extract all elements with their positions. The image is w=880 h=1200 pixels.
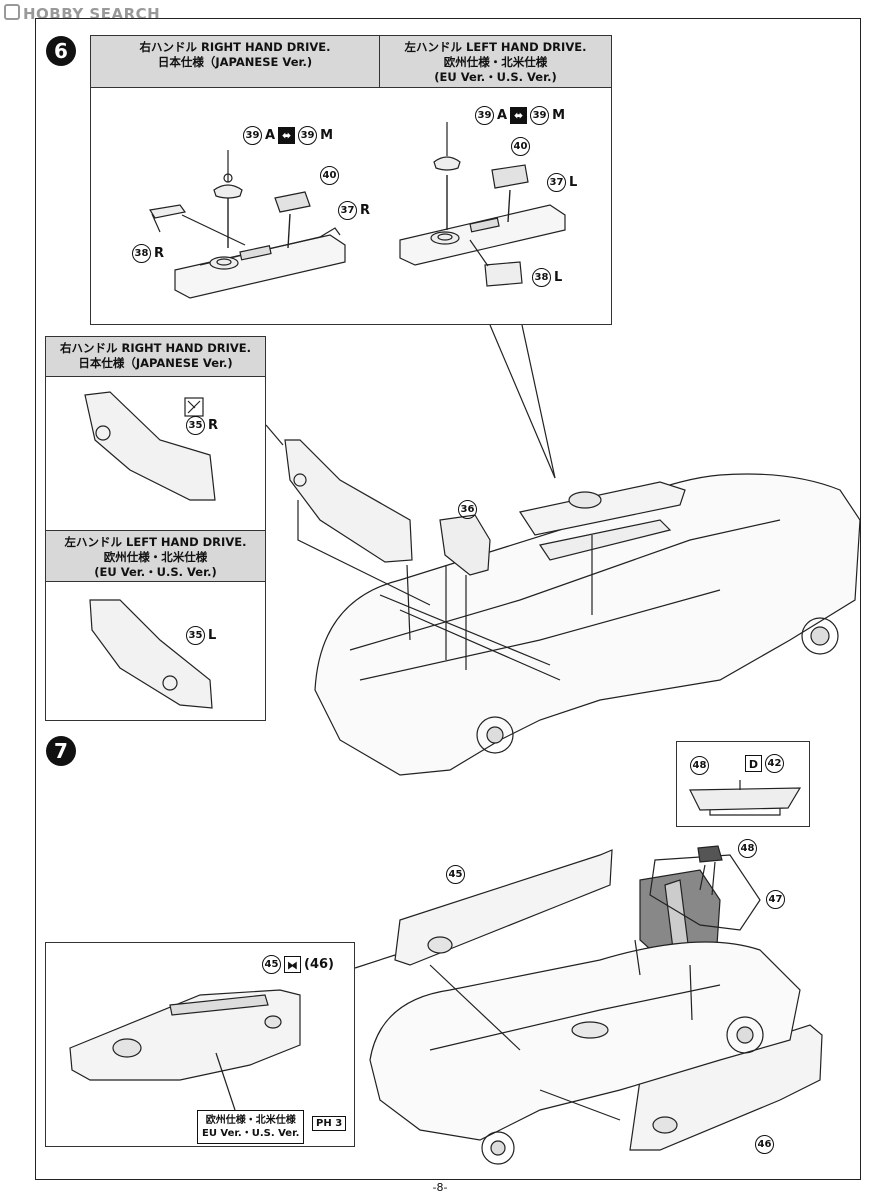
part-35r-callout: 35 R [186, 416, 218, 435]
part-40-callout-rhd: 40 [320, 166, 339, 185]
part-36-callout: 36 [458, 500, 477, 519]
part-number-39: 39 [243, 126, 262, 145]
paint-reference-ph3: PH 3 [312, 1116, 347, 1131]
part-number-39b: 39 [298, 126, 318, 145]
part-37l-callout: 37 L [547, 173, 577, 192]
swap-arrows-icon: ⬌ [278, 127, 296, 144]
page-frame [35, 18, 861, 1180]
part-40-callout-lhd: 40 [511, 137, 530, 156]
part-45-callout: 45 [446, 865, 465, 884]
lhd-header: 左ハンドル LEFT HAND DRIVE. 欧州仕様・北米仕様 (EU Ver… [380, 36, 611, 88]
side-lhd-header: 左ハンドル LEFT HAND DRIVE. 欧州仕様・北米仕様 (EU Ver… [46, 530, 265, 582]
part-d42-callout: D 42 [745, 754, 784, 773]
part-48-box-callout: 48 [690, 756, 709, 775]
part-45-46-detail-callout: 45 ⧓ (46) [262, 955, 334, 974]
step-7-badge: 7 [46, 736, 76, 766]
part-38l-callout: 38 L [532, 268, 562, 287]
opposite-side-icon: ⧓ [284, 956, 301, 973]
step-6-badge: 6 [46, 36, 76, 66]
part-46-callout: 46 [755, 1135, 774, 1154]
rhd-header: 右ハンドル RIGHT HAND DRIVE. 日本仕様（JAPANESE Ve… [91, 36, 380, 88]
logo-icon [4, 4, 20, 20]
swap-arrows-icon: ⬌ [510, 107, 528, 124]
side-rhd-header: 右ハンドル RIGHT HAND DRIVE. 日本仕様（JAPANESE Ve… [46, 337, 265, 377]
seat-part-detail-box [676, 741, 810, 827]
part-37r-callout: 37 R [338, 201, 370, 220]
runner-d-icon: D [745, 755, 762, 772]
part-48-callout: 48 [738, 839, 757, 858]
part-47-callout: 47 [766, 890, 785, 909]
page-number: -8- [432, 1181, 448, 1194]
part-39-a-callout-lhd: 39 A ⬌ 39 M [475, 106, 565, 125]
eu-us-version-note: 欧州仕様・北米仕様 EU Ver.・U.S. Ver. [197, 1110, 305, 1144]
part-38r-callout: 38 R [132, 244, 164, 263]
part-39-a-callout-rhd: 39 A ⬌ 39 M [243, 126, 333, 145]
part-35l-callout: 35 L [186, 626, 216, 645]
